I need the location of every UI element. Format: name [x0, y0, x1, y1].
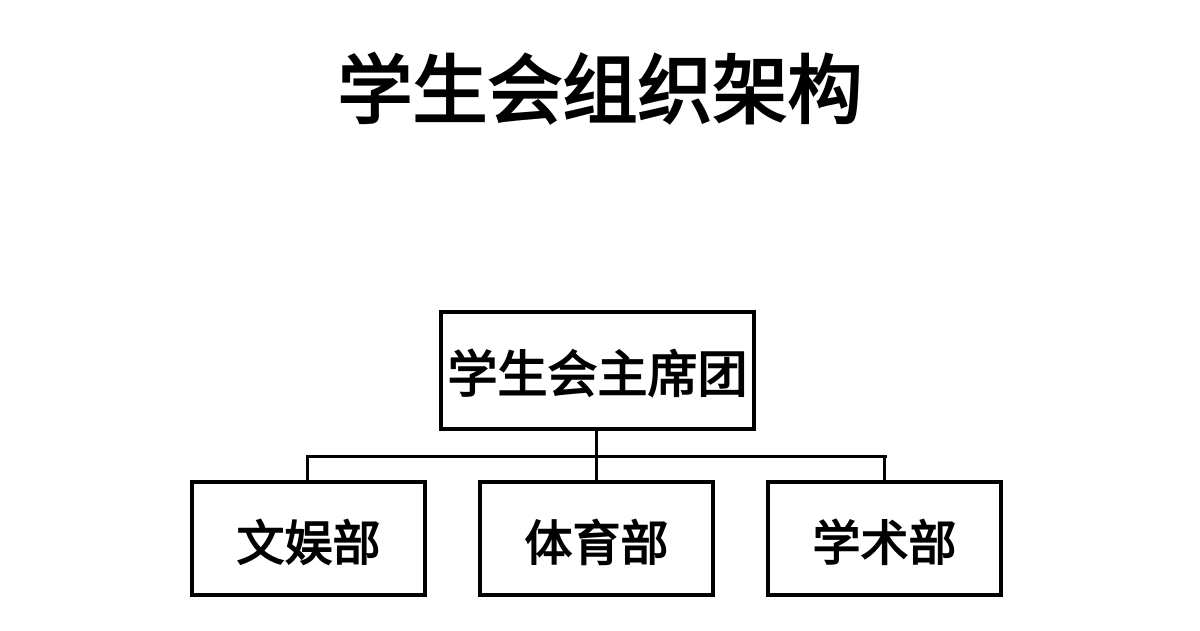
connector-drop-dept-1	[306, 455, 309, 481]
org-node-dept-1-label: 文娱部	[236, 517, 381, 571]
connector-root-stem	[595, 430, 598, 457]
diagram-title: 学生会组织架构	[337, 49, 863, 133]
org-node-root-label: 学生会主席团	[447, 346, 748, 403]
org-node-dept-3: 学术部	[766, 480, 1003, 597]
org-node-dept-3-label: 学术部	[812, 517, 957, 571]
connector-drop-dept-2	[595, 455, 598, 481]
org-node-root: 学生会主席团	[439, 310, 756, 431]
org-node-dept-2-label: 体育部	[524, 517, 669, 571]
org-node-dept-1: 文娱部	[190, 480, 427, 597]
connector-drop-dept-3	[883, 455, 886, 481]
org-node-dept-2: 体育部	[478, 480, 715, 597]
